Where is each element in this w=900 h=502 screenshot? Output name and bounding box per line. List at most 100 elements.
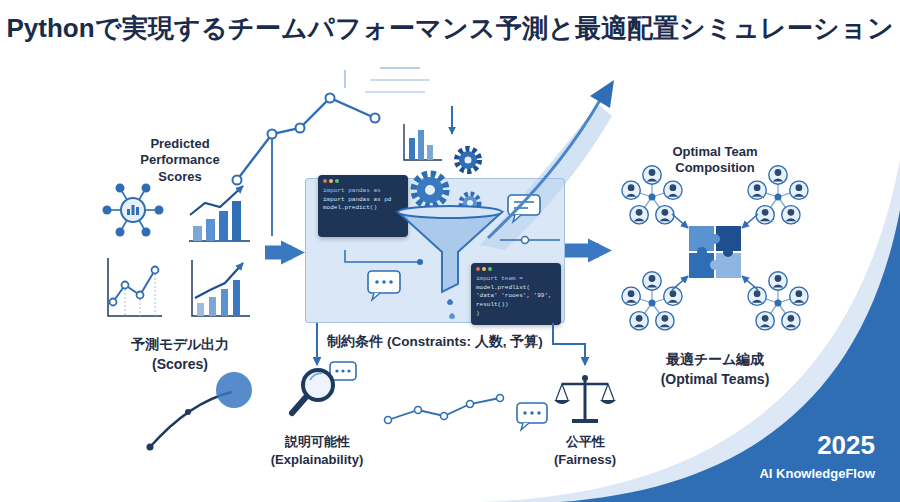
code-line: ) xyxy=(476,310,558,319)
network-icon-part-part xyxy=(133,209,159,211)
gear-icons-part xyxy=(457,149,479,171)
team-clusters-part xyxy=(622,166,682,224)
window-dot xyxy=(476,267,480,271)
funnel-icon-part xyxy=(398,206,502,218)
window-dot xyxy=(335,179,339,183)
top-line-chart-part-part xyxy=(268,130,277,139)
chat-bubbles-part-part xyxy=(389,280,393,284)
small-bar-icon-part xyxy=(427,145,433,160)
code-line: result()) xyxy=(476,301,558,310)
connector-arrow xyxy=(316,323,318,365)
puzzle-icon xyxy=(672,214,758,290)
gear-icons xyxy=(414,149,479,212)
top-line-chart-part xyxy=(344,70,346,88)
scale-icon-part xyxy=(554,400,570,404)
network-icon-part-part xyxy=(155,206,164,215)
puzzle-icon-part-part xyxy=(716,253,741,278)
network-icon-part xyxy=(103,184,164,237)
team-clusters-part xyxy=(622,272,682,330)
funnel-icon-part xyxy=(398,212,502,292)
chat-bubbles-part xyxy=(513,215,521,222)
chat-bubbles-part-part xyxy=(335,369,338,372)
dotted-trend xyxy=(385,395,504,424)
small-bar-icon-part xyxy=(418,130,424,160)
puzzle-icon-part-part xyxy=(716,226,741,251)
bar-chart-icon-part xyxy=(206,219,215,241)
scale-icon-part xyxy=(582,375,588,381)
group-label: 予測モデル出力 (Scores) xyxy=(121,334,239,375)
top-line-chart-part xyxy=(380,67,420,69)
funnel-icon-part xyxy=(449,313,455,319)
trend-chart-icon-part xyxy=(221,289,228,316)
network-icon-part-part xyxy=(107,209,133,211)
bar-chart-icon-part xyxy=(189,240,250,242)
scale-icon-part xyxy=(556,384,614,400)
chat-bubbles-part xyxy=(521,423,529,430)
gear-icons-part xyxy=(414,174,446,206)
puzzle-icon-part-part xyxy=(710,234,720,244)
dotted-trend-part-part xyxy=(385,417,392,424)
puzzle-icon-part-part xyxy=(689,253,714,278)
gear-icons-part xyxy=(417,177,443,203)
output-group: Optimal Team Composition最適チーム編成 (Optimal… xyxy=(612,138,818,388)
trend-chart-icon xyxy=(192,260,250,316)
bar-chart-icon-part xyxy=(219,211,228,241)
code-body: import pandas asimport pandas as pdmodel… xyxy=(323,187,405,213)
code-line: import pandas as xyxy=(323,187,405,196)
gear-icons-part xyxy=(465,157,472,164)
window-dot xyxy=(329,179,333,183)
top-line-chart-part xyxy=(370,79,430,81)
dotted-trend-part xyxy=(385,395,504,424)
trend-chart-icon-part xyxy=(192,260,250,316)
top-line-chart-part xyxy=(237,98,375,180)
network-icon-part-part xyxy=(116,228,125,237)
growth-arrow-part xyxy=(488,100,600,238)
bar-chart-icon-part xyxy=(193,226,202,241)
group-label: 最適チーム編成 (Optimal Teams) xyxy=(655,349,775,390)
line-chart-icon-part-part xyxy=(137,292,144,299)
chat-bubbles xyxy=(330,195,547,430)
funnel-icon xyxy=(398,206,502,319)
panel-wires-part xyxy=(522,237,529,244)
lower-left-curve-part xyxy=(185,409,191,415)
network-icon-part xyxy=(127,209,130,215)
chat-bubbles-part xyxy=(375,280,393,284)
lower-left-curve xyxy=(147,372,253,451)
network-icon-part-part xyxy=(133,188,146,210)
top-line-chart-part-part xyxy=(233,176,242,185)
principle-box: 説明可能性 (Explainability) xyxy=(257,365,377,465)
brand-label: AI KnowledgeFlow xyxy=(690,466,875,483)
scale-icon-part xyxy=(600,400,616,404)
scale-icon xyxy=(554,375,616,423)
dotted-trend-part-part xyxy=(415,407,422,414)
code-line: import team = xyxy=(476,275,558,284)
puzzle-icon-part-part xyxy=(689,226,714,251)
line-chart-icon-part xyxy=(108,258,162,316)
group-heading: Predicted Performance Scores xyxy=(118,136,243,185)
network-icon-part-part xyxy=(142,228,151,237)
principle-label: 公平性 (Fairness) xyxy=(540,433,630,469)
network-icon-part-part xyxy=(142,184,151,193)
trend-chart-icon-part xyxy=(197,303,204,316)
funnel-icon-part xyxy=(447,299,453,305)
trend-chart-icon-part xyxy=(209,297,216,316)
diagram-title: Pythonで実現するチームパフォーマンス予測と最適配置シミュレーション xyxy=(0,12,900,46)
chat-bubbles-part xyxy=(514,207,528,209)
network-icon-part-part xyxy=(120,188,133,210)
network-icon xyxy=(103,184,164,237)
puzzle-icon-part-part xyxy=(742,214,758,228)
lower-left-curve-part xyxy=(147,444,154,451)
line-chart-icon-part xyxy=(113,270,155,302)
flow-arrow xyxy=(265,246,292,260)
scale-icon-part xyxy=(584,376,587,420)
top-line-chart-part-part xyxy=(296,124,305,133)
code-line: model.predict() xyxy=(323,204,405,213)
puzzle-icon-part-part xyxy=(672,276,688,290)
trend-chart-icon-part xyxy=(195,263,243,298)
gear-icons-part xyxy=(425,185,435,195)
puzzle-icon-part-part xyxy=(723,247,733,257)
network-icon-part xyxy=(107,188,159,232)
panel-label: 制約条件 (Constraints: 人数, 予算) xyxy=(327,334,543,351)
